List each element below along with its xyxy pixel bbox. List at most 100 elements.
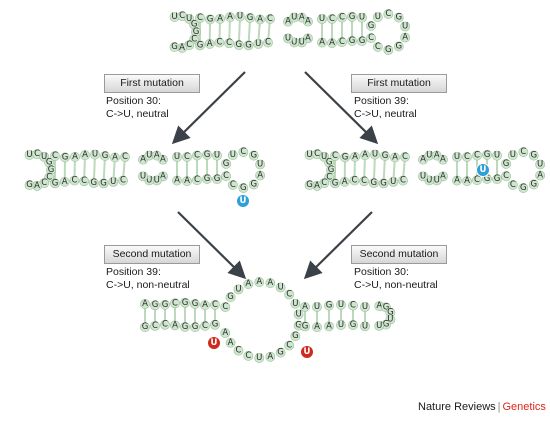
nucleotide-letter: A xyxy=(160,155,166,165)
nucleotide-bead xyxy=(360,302,370,312)
nucleotide-letter: A xyxy=(202,300,208,310)
nucleotide-bead xyxy=(227,179,238,190)
nucleotide-letter: U xyxy=(510,150,516,160)
nucleotide-letter: G xyxy=(171,42,178,52)
nucleotide-bead xyxy=(350,151,360,162)
nucleotide-bead xyxy=(300,302,310,312)
nucleotide-bead xyxy=(388,176,399,187)
nucleotide-letter: G xyxy=(152,300,159,310)
nucleotide-letter: C xyxy=(197,13,203,23)
nucleotide-letter: G xyxy=(191,20,198,30)
nucleotide-letter: A xyxy=(34,181,40,191)
nucleotide-letter: G xyxy=(326,301,333,311)
nucleotide-bead xyxy=(254,353,265,363)
nucleotide-letter: C xyxy=(184,152,190,162)
nucleotide-bead xyxy=(120,152,130,162)
nucleotide-letter: A xyxy=(440,171,446,181)
nucleotide-letter: A xyxy=(440,155,446,165)
nucleotide-letter: C xyxy=(52,151,58,161)
nucleotide-letter: G xyxy=(306,180,313,190)
nucleotide-bead xyxy=(304,180,315,190)
nucleotide-letter: G xyxy=(484,174,491,184)
nucleotide-letter: U xyxy=(285,33,291,43)
nucleotide-bead xyxy=(347,11,357,22)
nucleotide-bead xyxy=(327,38,337,49)
nucleotide-letter: G xyxy=(503,159,510,169)
nucleotide-letter: U xyxy=(426,175,432,185)
nucleotide-letter: C xyxy=(122,152,128,162)
nucleotide-bead xyxy=(383,9,394,19)
nucleotide-bead xyxy=(195,13,205,23)
nucleotide-bead xyxy=(492,174,502,185)
nucleotide-letter: C xyxy=(402,152,408,162)
nucleotide-letter: C xyxy=(332,151,338,161)
nucleotide-bead xyxy=(528,179,539,190)
nucleotide-bead xyxy=(204,38,215,49)
nucleotide-letter: C xyxy=(212,300,218,310)
label-detail-line: C->U, non-neutral xyxy=(106,278,190,291)
nucleotide-bead xyxy=(190,322,200,333)
nucleotide-letter: C xyxy=(329,14,335,24)
label-first-mutation-left-detail: Position 30: C->U, neutral xyxy=(106,95,169,120)
nucleotide-bead xyxy=(393,12,404,23)
nucleotide-letter: C xyxy=(474,151,480,161)
nucleotide-letter: C xyxy=(191,34,197,44)
nucleotide-bead xyxy=(182,176,192,187)
mutation-letter: U xyxy=(211,338,218,348)
nucleotide-bead xyxy=(438,154,448,165)
nucleotide-bead xyxy=(69,175,80,186)
nucleotide-letter: U xyxy=(214,151,220,161)
nucleotide-bead xyxy=(284,289,295,300)
nucleotide-bead xyxy=(255,14,265,25)
nucleotide-letter: C xyxy=(361,176,367,186)
nucleotide-letter: A xyxy=(228,338,234,348)
nucleotide-letter: G xyxy=(193,27,200,37)
nucleotide-bead xyxy=(492,150,502,161)
nucleotide-letter: U xyxy=(140,171,146,181)
nucleotide-bead xyxy=(158,154,168,165)
nucleotide-letter: G xyxy=(227,292,234,302)
nucleotide-bead xyxy=(210,319,220,330)
nucleotide-bead xyxy=(88,178,99,188)
nucleotide-letter: U xyxy=(454,152,460,162)
nucleotide-letter: C xyxy=(286,340,292,350)
nucleotide-bead xyxy=(400,32,411,43)
nucleotide-bead xyxy=(138,171,148,182)
nucleotide-letter: A xyxy=(305,33,311,43)
nucleotide-letter: A xyxy=(319,38,325,48)
nucleotide-letter: C xyxy=(265,38,271,48)
nucleotide-letter: C xyxy=(503,171,509,181)
nucleotide-letter: C xyxy=(162,320,168,330)
nucleotide-letter: G xyxy=(250,179,257,189)
nucleotide-bead xyxy=(140,322,150,333)
nucleotide-letter: A xyxy=(302,302,308,312)
nucleotide-bead xyxy=(275,347,286,358)
nucleotide-letter: A xyxy=(222,328,228,338)
nucleotide-bead xyxy=(60,152,70,163)
nucleotide-letter: A xyxy=(362,150,368,160)
nucleotide-bead xyxy=(172,175,182,186)
nucleotide-bead xyxy=(108,176,119,187)
nucleotide-bead xyxy=(263,37,273,48)
nucleotide-bead xyxy=(118,175,128,186)
nucleotide-letter: U xyxy=(174,152,180,162)
nucleotide-letter: G xyxy=(494,174,501,184)
nucleotide-letter: U xyxy=(390,177,396,187)
nucleotide-letter: U xyxy=(537,160,543,170)
nucleotide-bead xyxy=(390,152,400,163)
nucleotide-letter: U xyxy=(402,22,408,32)
nucleotide-letter: G xyxy=(342,152,349,162)
nucleotide-bead xyxy=(317,37,327,48)
nucleotide-bead xyxy=(243,279,254,290)
nucleotide-letter: A xyxy=(267,352,273,362)
nucleotide-letter: C xyxy=(245,351,251,361)
nucleotide-letter: A xyxy=(112,152,118,162)
nucleotide-letter: G xyxy=(46,158,53,168)
nucleotide-letter: U xyxy=(291,13,297,23)
nucleotide-bead xyxy=(518,183,529,193)
nucleotide-letter: G xyxy=(102,151,109,161)
nucleotide-bead xyxy=(220,328,231,338)
label-first-mutation-right: First mutation xyxy=(351,74,447,93)
nucleotide-bead xyxy=(225,12,235,23)
